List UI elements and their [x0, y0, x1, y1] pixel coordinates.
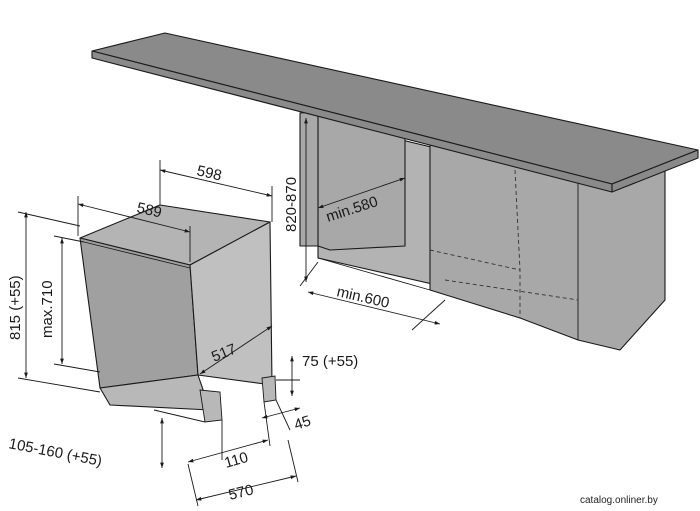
ext-710-bottom — [53, 363, 101, 373]
ext-815-bottom — [17, 377, 101, 393]
ext-570-right — [287, 439, 299, 483]
kitchen-niche — [299, 111, 666, 351]
label-820-870: 820-870 — [283, 177, 300, 232]
dishwasher-control-edge — [83, 241, 191, 269]
hidden-edge-2 — [429, 249, 521, 271]
label-min600: min.600 — [335, 283, 391, 312]
label-589: 589 — [135, 199, 163, 221]
countertop — [91, 32, 699, 193]
ext-min600-left — [299, 261, 319, 287]
dim-line-min580 — [317, 177, 406, 209]
countertop-side-edge — [611, 149, 699, 193]
hidden-edge-3 — [444, 279, 579, 301]
label-75: 75 (+55) — [302, 353, 358, 370]
dim-line-570 — [195, 475, 297, 501]
ext-110-right — [263, 401, 271, 447]
dim-line-110 — [187, 439, 269, 463]
left-cabinet-front — [299, 111, 319, 247]
dim-line-min600 — [307, 291, 441, 325]
dim-line-598 — [159, 169, 273, 197]
dim-line-45 — [261, 407, 301, 419]
dishwasher-foot-front — [199, 389, 223, 423]
label-max710: max.710 — [39, 280, 56, 338]
dim-line-517 — [199, 325, 273, 375]
watermark: catalog.onliner.by — [580, 495, 658, 506]
ext-815-top — [17, 211, 81, 227]
dim-line-589 — [77, 203, 191, 233]
niche-floor-line — [317, 257, 431, 291]
ext-45 — [275, 399, 291, 431]
label-105-160: 105-160 (+55) — [7, 435, 103, 470]
dishwasher — [79, 204, 277, 423]
ext-570-left — [187, 463, 199, 507]
label-570: 570 — [227, 481, 255, 504]
ext-min600-right — [411, 299, 446, 331]
dishwasher-foot-side — [261, 375, 277, 403]
ext-105-top — [153, 409, 206, 423]
label-815: 815 (+55) — [7, 275, 24, 340]
label-45: 45 — [292, 412, 313, 433]
ext-710-top — [53, 235, 85, 243]
label-598: 598 — [195, 162, 223, 184]
label-110: 110 — [222, 449, 250, 472]
